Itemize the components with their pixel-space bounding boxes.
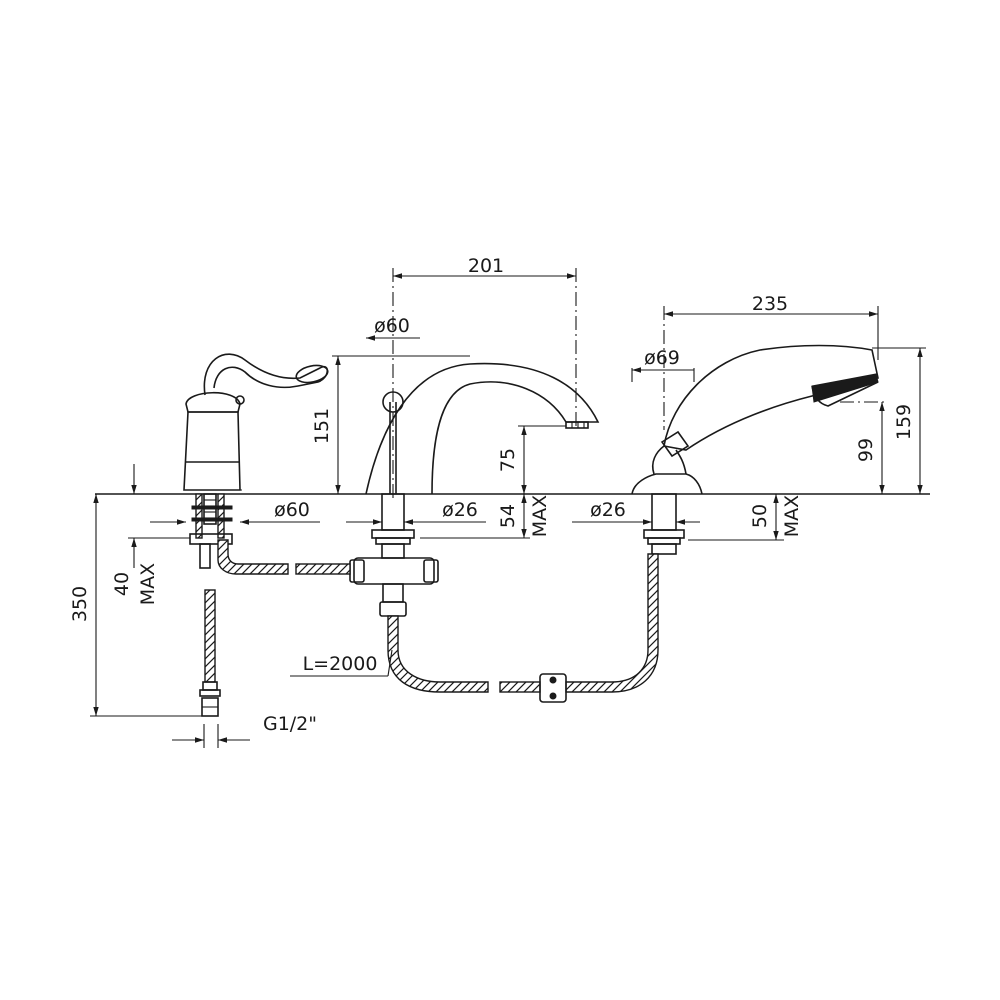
dim-shower-reach: 235 (752, 293, 788, 315)
dim-spout-reach: 201 (468, 255, 504, 277)
dim-shower-height: 159 (893, 404, 915, 440)
dim-shower-deck-max-label: MAX (781, 495, 803, 537)
dim-shower-shank-dia: ø26 (590, 499, 626, 521)
dim-spout-deck-max-label: MAX (529, 495, 551, 537)
hand-shower (499, 344, 879, 703)
bath-spout (295, 362, 600, 693)
mixer-body (183, 353, 329, 717)
dim-shower-deck-max: 50 (749, 504, 771, 528)
dim-mixer-base-dia: ø60 (274, 499, 310, 521)
dim-thread: G1/2" (263, 713, 317, 735)
dim-shower-base-dia: ø69 (644, 347, 680, 369)
dim-spout-height: 151 (311, 408, 333, 444)
dim-mixer-deck-max-label: MAX (137, 563, 159, 605)
dim-shower-hose-length: L=2000 (303, 653, 378, 675)
dim-spout-base-dia: ø60 (374, 315, 410, 337)
dim-spout-shank-dia: ø26 (442, 499, 478, 521)
dim-hose-length: 350 (69, 586, 91, 622)
dim-mixer-deck-max: 40 (111, 572, 133, 596)
dim-shower-rest-height: 99 (855, 438, 877, 462)
dim-spout-deck-max: 54 (497, 504, 519, 528)
dim-spout-outlet-height: 75 (497, 448, 519, 472)
